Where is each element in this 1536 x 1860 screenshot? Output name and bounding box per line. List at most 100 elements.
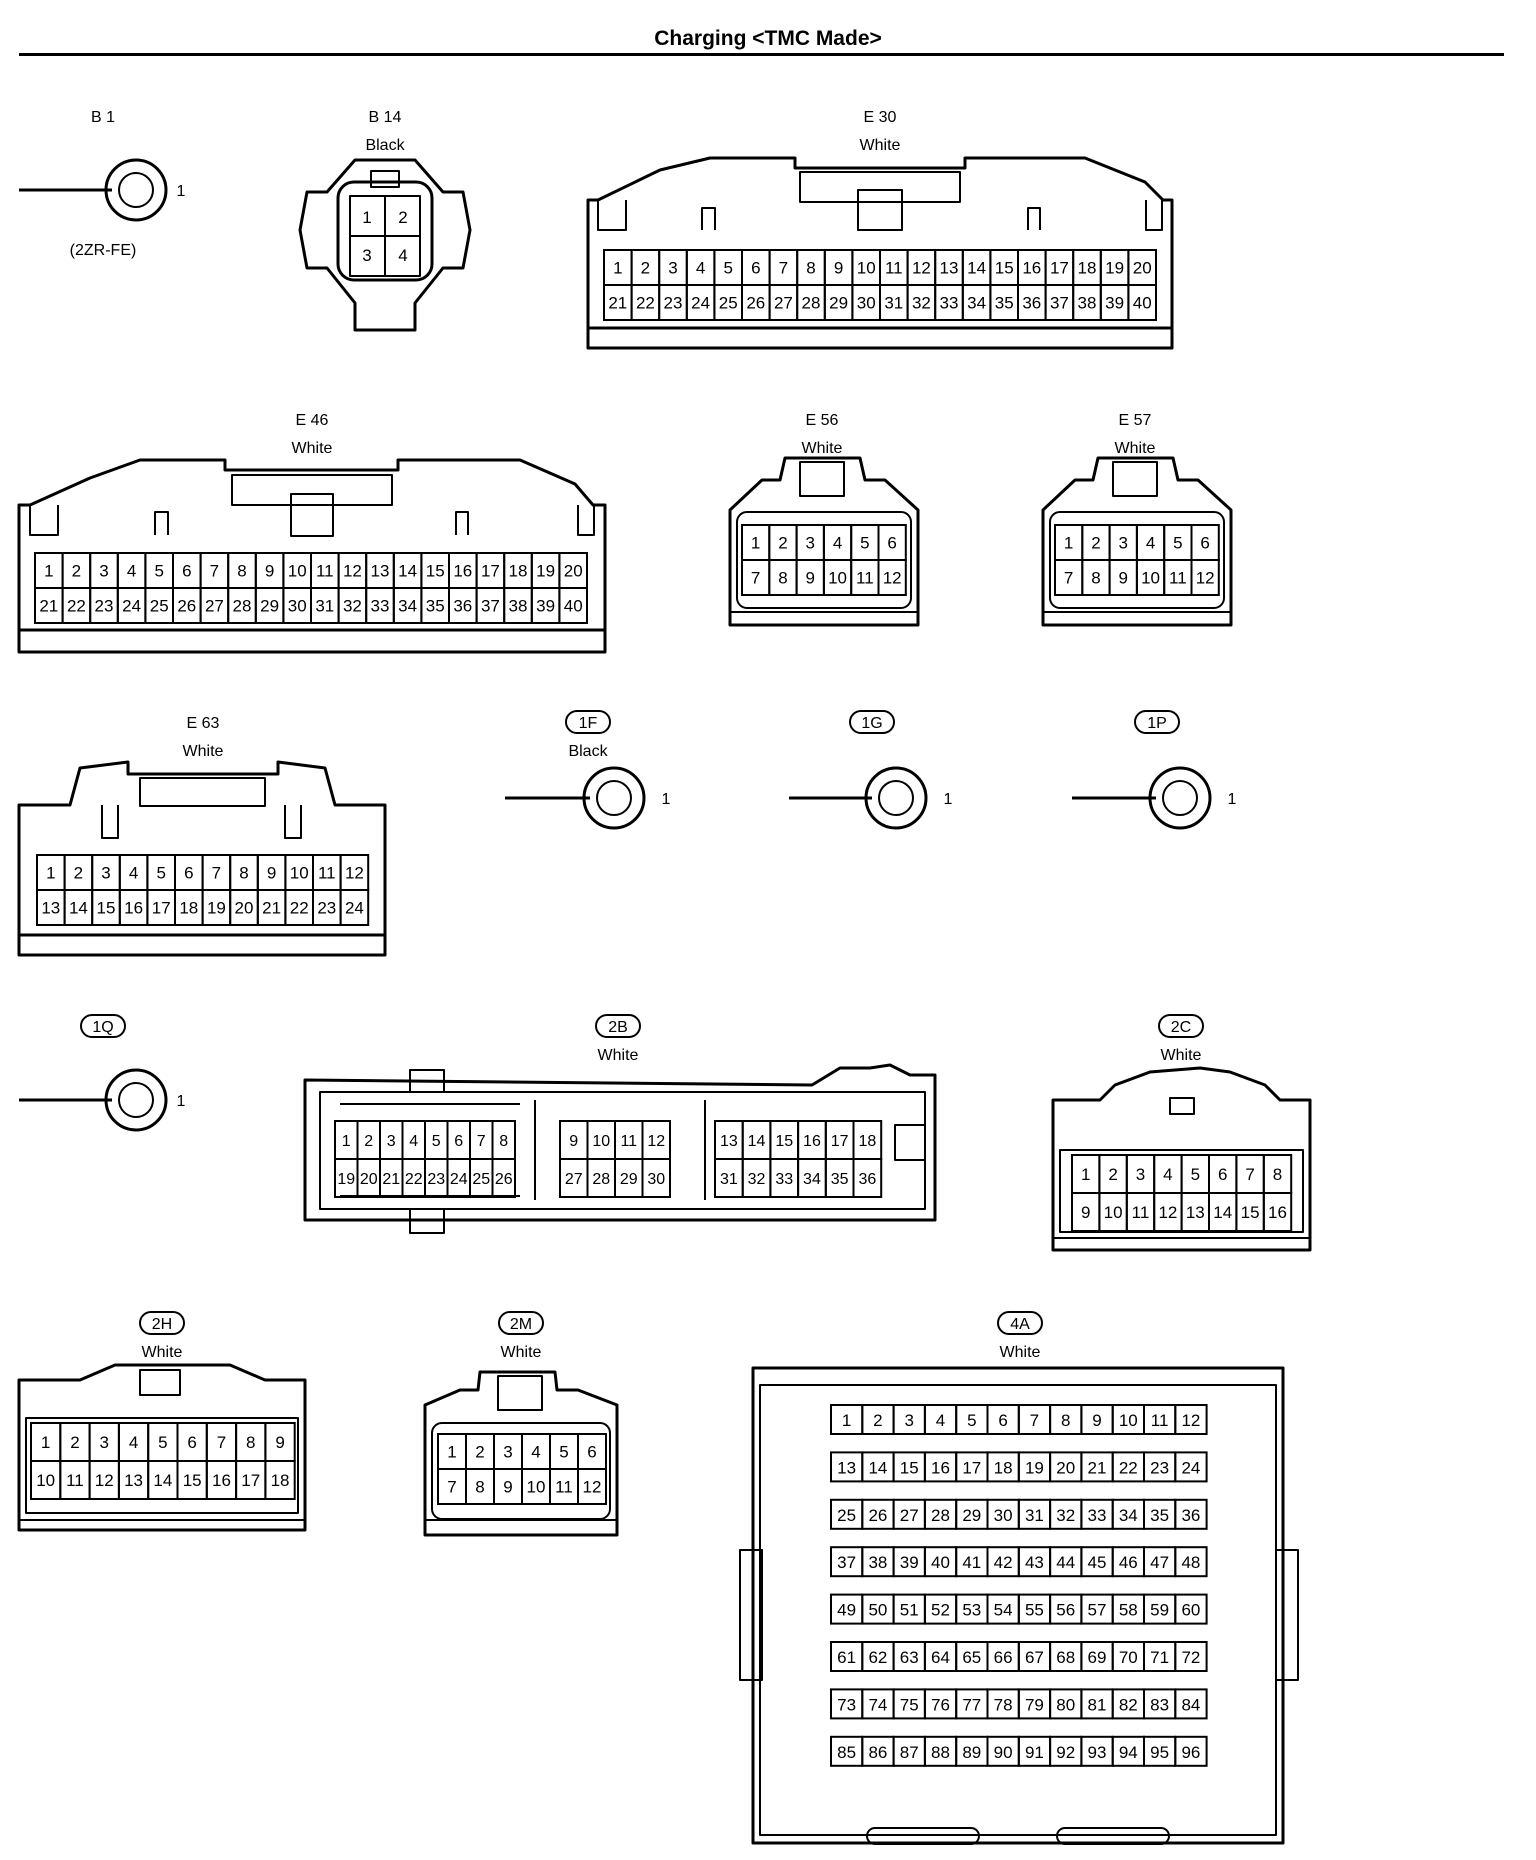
connector-e30-pin-number: 14 (967, 259, 986, 278)
connector-4a-pin-number: 47 (1150, 1553, 1169, 1572)
connector-4a-pin-number: 44 (1056, 1553, 1075, 1572)
connector-2b-g3-pin-number: 18 (858, 1133, 876, 1150)
connector-e30-pin-number: 19 (1105, 259, 1124, 278)
connector-4a-pin-number: 75 (900, 1695, 919, 1714)
connector-2b-g1-pin-number: 23 (427, 1171, 445, 1188)
connector-e56-pin-number: 8 (778, 569, 787, 588)
connector-4a-pin-number: 90 (994, 1743, 1013, 1762)
connector-4a-pin-number: 49 (837, 1601, 856, 1620)
connector-e30-pin-number: 39 (1105, 294, 1124, 313)
connector-4a-pin-number: 43 (1025, 1553, 1044, 1572)
connector-2c-pin-number: 6 (1218, 1165, 1227, 1184)
connector-4a-pin-number: 3 (904, 1411, 913, 1430)
connector-2b-g3-pin-number: 17 (831, 1133, 849, 1150)
connector-2b-g3-pin-number: 34 (803, 1171, 821, 1188)
connector-e30-pin-number: 30 (857, 294, 876, 313)
connector-2m-pin-number: 3 (503, 1443, 512, 1462)
connector-4a-pin-number: 57 (1088, 1601, 1107, 1620)
connector-4a-pin-number: 54 (994, 1601, 1013, 1620)
connector-4a-pin-number: 71 (1150, 1648, 1169, 1667)
connector-e46-pin-number: 34 (398, 597, 417, 616)
connector-e46-pin-number: 23 (95, 597, 114, 616)
connector-2m-pin-number: 4 (531, 1443, 540, 1462)
connector-4a-pin-number: 91 (1025, 1743, 1044, 1762)
connector-4a-pin-number: 12 (1181, 1411, 1200, 1430)
connector-2b-housing (303, 1063, 937, 1234)
connector-4a-pin-number: 76 (931, 1695, 950, 1714)
connector-4a-pin-number: 15 (900, 1458, 919, 1477)
connector-2h-pin-number: 9 (275, 1433, 284, 1452)
connector-e46-pin-number: 38 (509, 597, 528, 616)
connector-4a-pin-number: 55 (1025, 1601, 1044, 1620)
connector-2c-pin-number: 9 (1081, 1203, 1090, 1222)
connector-4a-color: White (1000, 1344, 1041, 1361)
connector-2b-g1-pin-number: 3 (387, 1133, 396, 1150)
connector-2c-pin-number: 3 (1136, 1165, 1145, 1184)
connector-e63-pin-number: 19 (207, 899, 226, 918)
connector-2b-g3-pin-number: 35 (831, 1171, 849, 1188)
connector-e46-housing (17, 458, 607, 654)
connector-e30-pin-number: 32 (912, 294, 931, 313)
connector-e46-pin-number: 8 (237, 562, 246, 581)
connector-e30-pin-number: 17 (1050, 259, 1069, 278)
connector-4a-pin-number: 56 (1056, 1601, 1075, 1620)
connector-2b-g2-pin-number: 9 (569, 1133, 578, 1150)
connector-b14-code: B 14 (369, 109, 402, 126)
connector-2c-pin-number: 1 (1081, 1165, 1090, 1184)
connector-2b-g1-pin-number: 20 (360, 1171, 378, 1188)
connector-2c-code: 2C (1171, 1019, 1191, 1036)
connector-2b-code-badge (595, 1014, 641, 1038)
connector-4a-pin-cell (1174, 1641, 1208, 1672)
connector-2h-pin-number: 5 (158, 1433, 167, 1452)
connector-2b-g1-pin-number: 4 (409, 1133, 418, 1150)
connector-e30-pin-number: 8 (806, 259, 815, 278)
connector-e57-pin-number: 12 (1196, 569, 1215, 588)
connector-2b-g2-pin-number: 29 (620, 1171, 638, 1188)
connector-2c-pin-number: 15 (1241, 1203, 1260, 1222)
connector-2m-pin-number: 9 (503, 1478, 512, 1497)
connector-b14-pin-number: 1 (362, 208, 371, 227)
connector-e46-pin-number: 40 (564, 597, 583, 616)
connector-2b-code: 2B (608, 1019, 628, 1036)
connector-4a-pin-number: 45 (1088, 1553, 1107, 1572)
connector-e63-pin-number: 7 (212, 864, 221, 883)
connector-2b-g1-pin-number: 24 (450, 1171, 468, 1188)
connector-2h-pin-number: 1 (41, 1433, 50, 1452)
connector-4a-pin-number: 51 (900, 1601, 919, 1620)
connector-2b-g1-pin-number: 2 (364, 1133, 373, 1150)
connector-e46-pin-number: 21 (39, 597, 58, 616)
connector-4a-pin-number: 28 (931, 1506, 950, 1525)
connector-e57-pin-number: 4 (1146, 534, 1155, 553)
connector-2h-pin-number: 18 (271, 1471, 290, 1490)
connector-4a-pin-number: 34 (1119, 1506, 1138, 1525)
connector-e46-pin-number: 37 (481, 597, 500, 616)
connector-4a-pin-number: 2 (873, 1411, 882, 1430)
connector-2c-pin-number: 2 (1108, 1165, 1117, 1184)
connector-4a-pin-number: 35 (1150, 1506, 1169, 1525)
connector-e30-pin-number: 10 (857, 259, 876, 278)
connector-2b-g1-pin-number: 7 (477, 1133, 486, 1150)
connector-2b-g2-pin-number: 30 (647, 1171, 665, 1188)
connector-4a-pin-number: 70 (1119, 1648, 1138, 1667)
connector-e46-pin-number: 26 (177, 597, 196, 616)
connector-e57-pin-number: 9 (1119, 569, 1128, 588)
connector-e57-pin-number: 2 (1091, 534, 1100, 553)
connector-1g-code: 1G (861, 715, 882, 732)
connector-1g-pin-number: 1 (944, 791, 953, 808)
connector-b14-color: Black (365, 137, 405, 154)
connector-e46-pin-number: 14 (398, 562, 417, 581)
connector-2b-g3-pin-number: 16 (803, 1133, 821, 1150)
connector-4a-pin-number: 85 (837, 1743, 856, 1762)
connector-e46-pin-cell (558, 587, 589, 624)
connector-e56-pin-number: 7 (751, 569, 760, 588)
connector-4a-pin-number: 62 (868, 1648, 887, 1667)
connector-2c-color: White (1161, 1047, 1202, 1064)
connector-e30-pin-number: 37 (1050, 294, 1069, 313)
connector-e46-pin-number: 10 (288, 562, 307, 581)
connector-e63-pin-number: 11 (318, 864, 336, 883)
connector-4a-pin-number: 31 (1025, 1506, 1044, 1525)
